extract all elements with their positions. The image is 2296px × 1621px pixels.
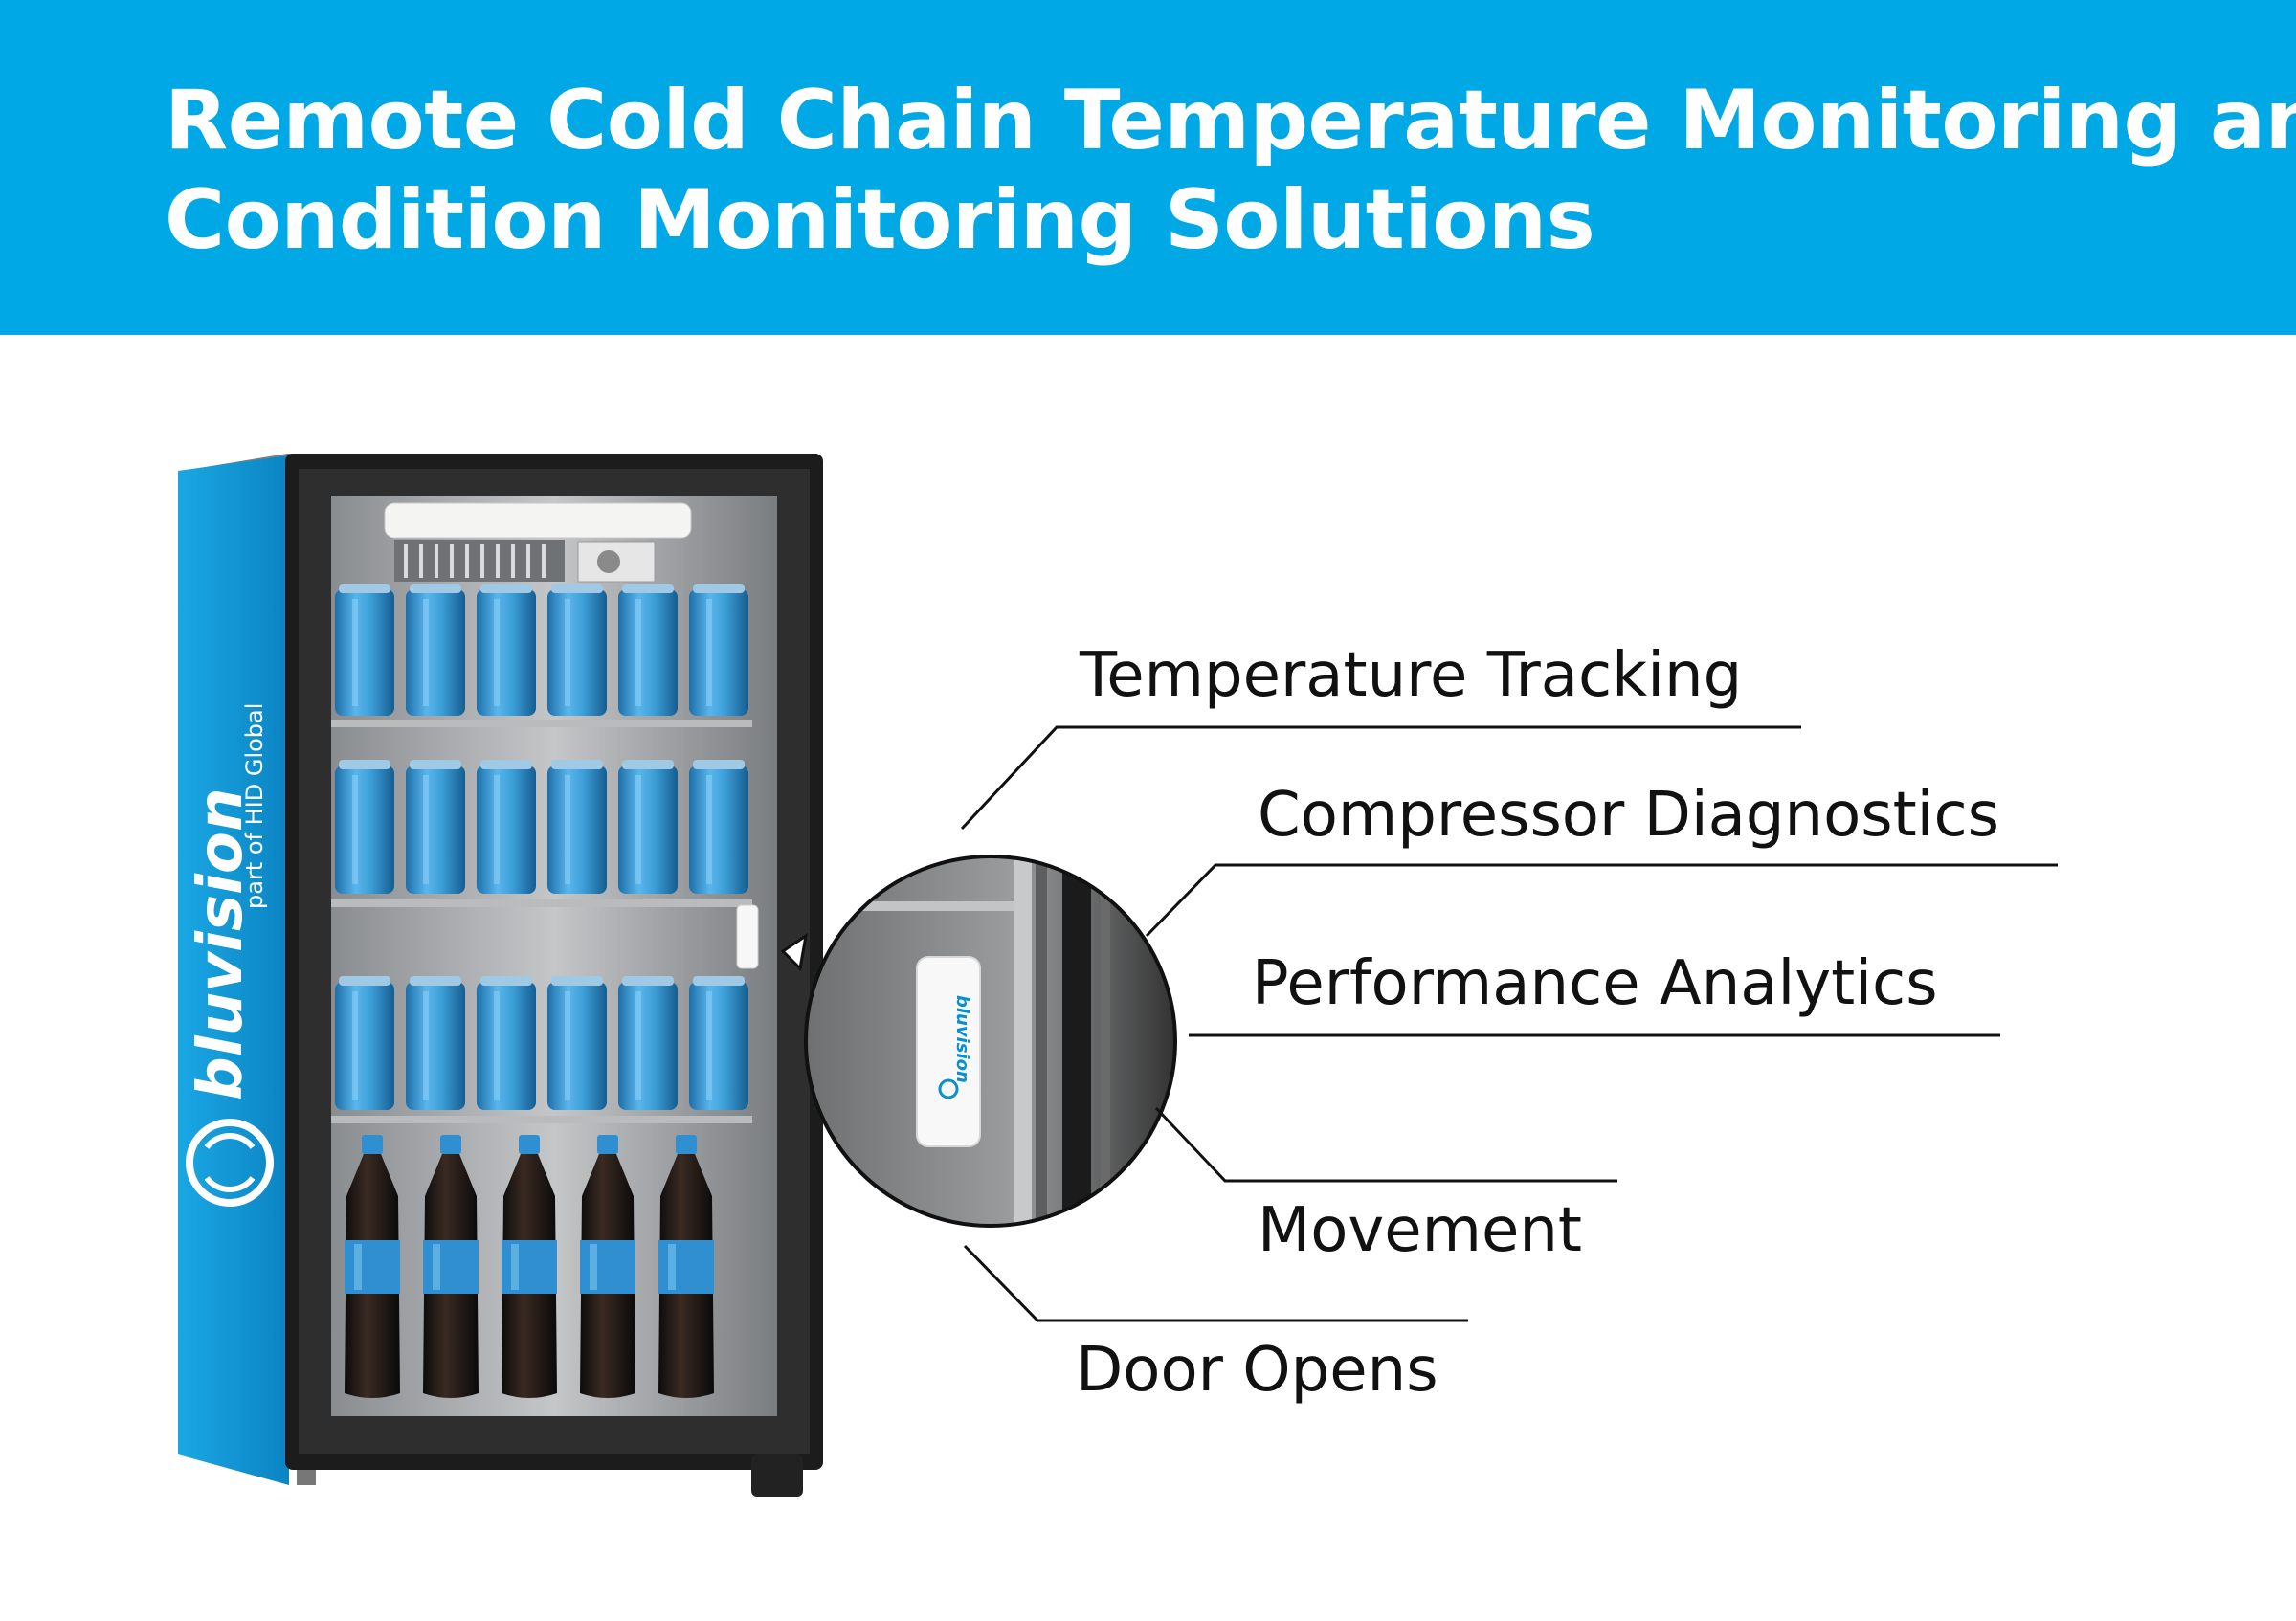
feature-temperature-tracking: Temperature Tracking	[1080, 640, 1743, 711]
page-title: Remote Cold Chain Temperature Monitoring…	[165, 71, 2296, 270]
soda-can	[689, 760, 748, 894]
soda-can	[618, 760, 678, 894]
title-line-1: Remote Cold Chain Temperature Monitoring…	[165, 73, 2296, 168]
feature-movement: Movement	[1258, 1195, 1582, 1266]
leader-line-compressor	[1145, 863, 2058, 938]
can-row	[335, 584, 748, 716]
soda-can	[335, 976, 394, 1110]
soda-can	[618, 976, 678, 1110]
bottle-row	[345, 1135, 714, 1398]
can-row	[335, 976, 748, 1110]
soda-bottle	[658, 1135, 714, 1398]
leader-line-door	[963, 1244, 1468, 1322]
header-banner: Remote Cold Chain Temperature Monitoring…	[0, 0, 2296, 335]
soda-bottle	[423, 1135, 479, 1398]
zoomed-sensor-device	[916, 956, 981, 1147]
sensor-brand-logo: bluvision	[952, 995, 972, 1083]
feature-compressor-diagnostics: Compressor Diagnostics	[1258, 780, 1999, 851]
shelf	[331, 1116, 752, 1123]
soda-can	[406, 584, 465, 716]
fridge-illustration: bluvision part of HID Global	[178, 454, 823, 1497]
title-line-2: Condition Monitoring Solutions	[165, 172, 1595, 268]
soda-can	[335, 760, 394, 894]
sensor-zoom-callout: bluvision	[780, 855, 1177, 1228]
interior-light	[384, 502, 692, 539]
soda-can	[477, 760, 536, 894]
sensor-logo-icon	[938, 1078, 959, 1099]
feature-door-opens: Door Opens	[1076, 1335, 1438, 1406]
door-sensor	[736, 904, 759, 969]
can-row	[335, 760, 748, 894]
soda-can	[689, 584, 748, 716]
side-brand-logo: bluvision	[186, 788, 256, 1100]
thermostat-knob	[597, 550, 620, 573]
soda-can	[547, 584, 607, 716]
soda-can	[477, 976, 536, 1110]
feature-performance-analytics: Performance Analytics	[1252, 948, 1938, 1019]
leader-line-temperature	[960, 725, 1801, 831]
soda-can	[406, 760, 465, 894]
soda-can	[689, 976, 748, 1110]
soda-bottle	[502, 1135, 557, 1398]
soda-can	[406, 976, 465, 1110]
soda-bottle	[580, 1135, 635, 1398]
soda-can	[335, 584, 394, 716]
soda-can	[477, 584, 536, 716]
side-sub-brand: part of HID Global	[241, 703, 268, 909]
fridge-foot	[751, 1454, 803, 1497]
shelf	[331, 899, 752, 907]
leader-line-movement	[1154, 1106, 1617, 1183]
zoom-circle-border	[804, 855, 1177, 1228]
soda-bottle	[345, 1135, 400, 1398]
soda-can	[547, 760, 607, 894]
soda-can	[618, 584, 678, 716]
shelf	[331, 720, 752, 727]
side-logo-swirl	[186, 1119, 274, 1207]
soda-can	[547, 976, 607, 1110]
fridge-side-panel	[178, 455, 289, 1485]
